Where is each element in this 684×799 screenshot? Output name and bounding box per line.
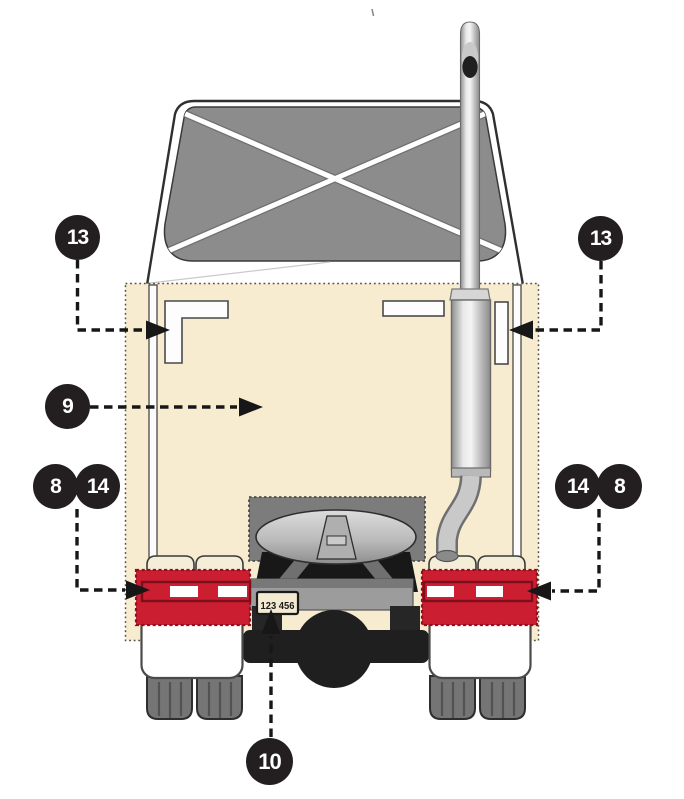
callout-8-left: 8: [33, 464, 78, 509]
callout-8-right: 8: [597, 464, 642, 509]
arrowhead-13-right: [509, 320, 533, 340]
callout-14-right: 14: [555, 464, 600, 509]
connector-13-left: [75, 260, 145, 332]
callout-13-left: 13: [55, 215, 100, 260]
license-plate: 123 456: [255, 590, 300, 616]
exhaust-stack: [449, 21, 492, 478]
muffler-body: [450, 299, 492, 471]
reflector-left-a: [170, 586, 198, 597]
arrowhead-13-left: [146, 320, 170, 340]
reflector-right-b: [476, 586, 503, 597]
connector-8-14-left: [75, 509, 125, 592]
roof-fold-line: [149, 261, 331, 284]
callout-13-right: 13: [578, 216, 623, 261]
kingpin-lock: [326, 535, 347, 546]
top-tick-mark: [371, 8, 375, 17]
reflector-left-b: [218, 586, 247, 597]
exhaust-tip-opening: [462, 56, 478, 78]
muffler-collar: [449, 288, 491, 301]
tire-left-inner: [196, 675, 243, 720]
muffler-end-cap: [450, 467, 492, 478]
reflector-right-a: [427, 586, 454, 597]
connector-arrowheads: [126, 320, 551, 634]
cab-top: [145, 99, 525, 286]
downpipe-outlet: [435, 549, 459, 563]
callout-connectors: [75, 260, 603, 737]
marker-vertical-right: [494, 301, 509, 365]
connector-13-right: [534, 261, 603, 332]
license-plate-frame: [255, 590, 300, 616]
tarp-straps: [164, 108, 506, 258]
rear-frame: [243, 578, 429, 688]
wheels: [146, 675, 526, 720]
callout-9: 9: [45, 384, 90, 429]
exhaust-downpipe: [435, 474, 482, 563]
fifth-wheel: [248, 496, 426, 592]
arrowhead-10: [261, 609, 281, 634]
arrowhead-9: [239, 397, 263, 417]
arrowhead-8-14-left: [126, 580, 150, 600]
marker-corner-left: [164, 300, 229, 364]
marker-top-center: [382, 300, 445, 317]
tire-right-inner: [429, 675, 476, 720]
frame-crossbar-edge: [250, 579, 413, 588]
arrowhead-14-8-right: [527, 581, 551, 601]
connector-14-8-right: [552, 509, 601, 593]
exhaust-pipe: [459, 21, 481, 301]
conspicuity-markers: [164, 300, 509, 365]
callout-10: 10: [246, 738, 293, 785]
tire-right-outer: [479, 675, 526, 720]
suspension-post-right: [390, 606, 420, 634]
rear-axle: [243, 630, 429, 663]
tire-left-outer: [146, 675, 193, 720]
callout-14-left: 14: [75, 464, 120, 509]
license-plate-text: 123 456: [261, 600, 295, 612]
